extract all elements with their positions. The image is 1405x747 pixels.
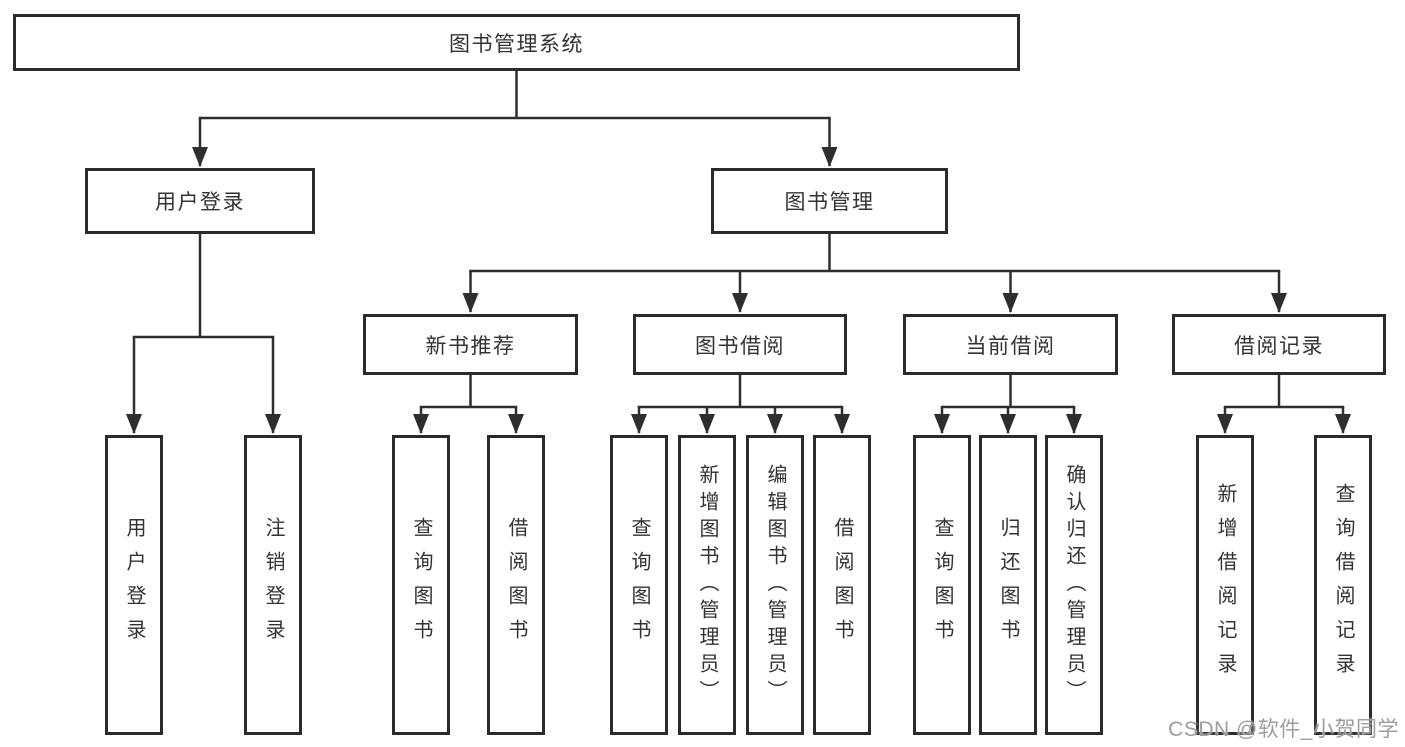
node-leaf-query-current: 查询图书 [913, 435, 971, 735]
node-current: 当前借阅 [903, 314, 1118, 375]
node-label: 图书借阅 [695, 334, 785, 358]
node-leaf-query-record: 查询借阅记录 [1314, 435, 1372, 735]
node-leaf-return-book: 归还图书 [979, 435, 1037, 735]
node-leaf-edit-book: 编辑图书（管理员） [746, 435, 804, 735]
node-label: 注销登录 [262, 517, 284, 653]
node-label: 查询图书 [410, 517, 432, 653]
node-leaf-add-record: 新增借阅记录 [1196, 435, 1254, 735]
node-leaf-user-login: 用户登录 [105, 435, 163, 735]
node-mgmt: 图书管理 [711, 168, 948, 234]
node-records: 借阅记录 [1172, 314, 1386, 375]
node-leaf-query-borrow: 查询图书 [610, 435, 668, 735]
node-leaf-add-book: 新增图书（管理员） [678, 435, 736, 735]
node-label: 新增图书（管理员） [696, 463, 718, 707]
node-root: 图书管理系统 [13, 14, 1020, 71]
node-leaf-borrow-new: 借阅图书 [487, 435, 545, 735]
node-label: 图书管理 [784, 191, 875, 214]
node-label: 新书推荐 [425, 334, 516, 358]
node-borrow: 图书借阅 [633, 314, 847, 375]
node-label: 图书管理系统 [449, 32, 584, 56]
node-leaf-logout: 注销登录 [244, 435, 302, 735]
node-label: 用户登录 [155, 191, 245, 214]
node-label: 借阅记录 [1234, 334, 1324, 358]
node-label: 归还图书 [997, 517, 1019, 653]
node-leaf-confirm-return: 确认归还（管理员） [1045, 435, 1103, 735]
node-newrec: 新书推荐 [363, 314, 578, 375]
node-leaf-borrow-book: 借阅图书 [813, 435, 871, 735]
node-label: 用户登录 [123, 517, 145, 653]
node-label: 编辑图书（管理员） [764, 463, 786, 707]
node-label: 查询图书 [931, 517, 953, 653]
node-label: 查询借阅记录 [1332, 483, 1354, 687]
node-leaf-query-new: 查询图书 [392, 435, 450, 735]
node-label: 借阅图书 [505, 517, 527, 653]
node-label: 查询图书 [628, 517, 650, 653]
watermark: CSDN @软件_小贺同学 [1168, 718, 1399, 741]
node-label: 当前借阅 [965, 334, 1056, 358]
node-label: 新增借阅记录 [1214, 483, 1236, 687]
node-label: 确认归还（管理员） [1063, 463, 1085, 707]
node-login: 用户登录 [85, 168, 315, 234]
node-label: 借阅图书 [831, 517, 853, 653]
